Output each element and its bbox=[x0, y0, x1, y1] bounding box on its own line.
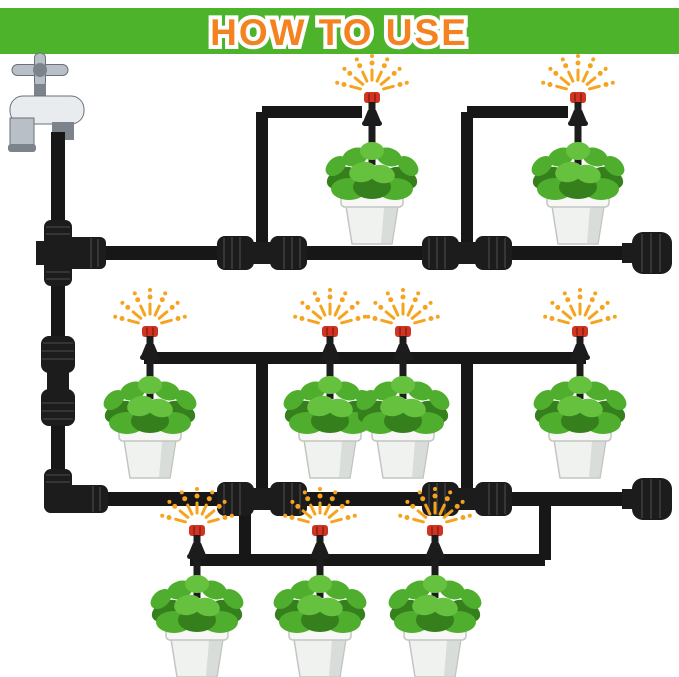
plant-units bbox=[100, 54, 631, 677]
plant-unit-3 bbox=[100, 288, 201, 478]
end-plug-icon-bottom bbox=[621, 477, 673, 521]
plant-unit-8 bbox=[270, 487, 371, 677]
banner bbox=[0, 8, 679, 54]
plant-unit-7 bbox=[147, 487, 248, 677]
coupler-icon-vertical bbox=[40, 335, 76, 427]
plant-unit-4 bbox=[280, 288, 381, 478]
plant-unit-1 bbox=[322, 54, 423, 244]
faucet-icon bbox=[8, 52, 85, 152]
faucet-spout-icon bbox=[9, 117, 35, 147]
tubing-network bbox=[51, 106, 648, 566]
page-title: HOW TO USE bbox=[210, 12, 468, 53]
end-plug-icon-top bbox=[621, 231, 673, 275]
faucet-body-icon bbox=[9, 95, 85, 125]
elbow-connector-icon bbox=[43, 468, 109, 514]
tee-connector-icon bbox=[35, 219, 107, 287]
plant-unit-6 bbox=[530, 288, 631, 478]
plant-unit-2 bbox=[528, 54, 629, 244]
plant-unit-5 bbox=[353, 288, 454, 478]
